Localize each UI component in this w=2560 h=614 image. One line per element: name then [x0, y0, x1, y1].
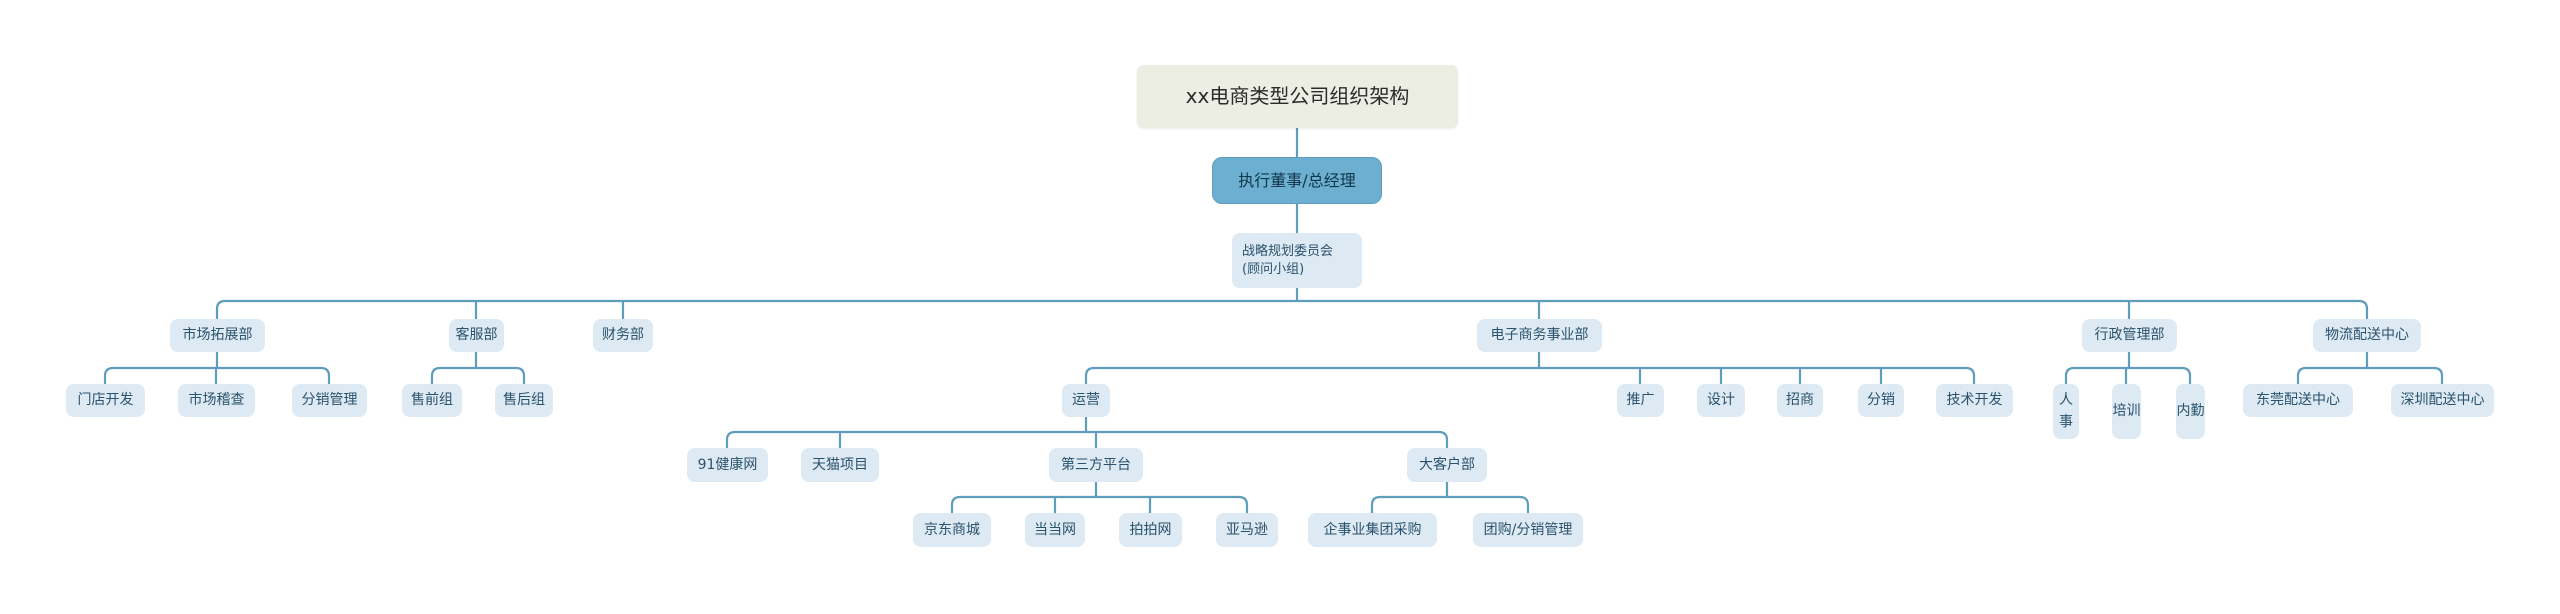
node-tech-dev[interactable]: 技术开发 — [1936, 384, 2013, 417]
node-finance-dept[interactable]: 财务部 — [593, 319, 653, 352]
node-dongguan-center[interactable]: 东莞配送中心 — [2243, 384, 2353, 417]
node-third-party-platform[interactable]: 第三方平台 — [1049, 448, 1143, 482]
node-91-health[interactable]: 91健康网 — [687, 448, 768, 482]
node-customer-service-dept[interactable]: 客服部 — [449, 319, 504, 352]
node-merchant-recruit[interactable]: 招商 — [1777, 384, 1823, 417]
node-root-title[interactable]: xx电商类型公司组织架构 — [1137, 65, 1458, 128]
committee-line1: 战略规划委员会 — [1242, 243, 1334, 259]
node-key-account-dept[interactable]: 大客户部 — [1407, 448, 1487, 482]
node-market-dev-dept[interactable]: 市场拓展部 — [170, 319, 265, 352]
node-group-procurement[interactable]: 企事业集团采购 — [1308, 513, 1437, 547]
node-store-dev[interactable]: 门店开发 — [66, 384, 145, 417]
node-group-buy-distribution[interactable]: 团购/分销管理 — [1473, 513, 1583, 547]
committee-line2: (顾问小组) — [1242, 261, 1305, 277]
node-paipai[interactable]: 拍拍网 — [1119, 513, 1182, 547]
node-strategy-committee[interactable]: 战略规划委员会 (顾问小组) — [1232, 233, 1362, 288]
node-promotion[interactable]: 推广 — [1617, 384, 1664, 417]
node-hr[interactable]: 人事 — [2053, 384, 2079, 439]
node-shenzhen-center[interactable]: 深圳配送中心 — [2391, 384, 2494, 417]
node-jd-mall[interactable]: 京东商城 — [913, 513, 991, 547]
node-design[interactable]: 设计 — [1697, 384, 1745, 417]
node-market-inspection[interactable]: 市场稽查 — [178, 384, 255, 417]
node-distribution[interactable]: 分销 — [1858, 384, 1904, 417]
node-internal-affairs[interactable]: 内勤 — [2176, 384, 2205, 439]
node-amazon[interactable]: 亚马逊 — [1216, 513, 1278, 547]
node-training[interactable]: 培训 — [2112, 384, 2141, 439]
node-ecommerce-dept[interactable]: 电子商务事业部 — [1477, 319, 1602, 352]
node-presale-group[interactable]: 售前组 — [402, 384, 462, 417]
node-operations[interactable]: 运营 — [1062, 384, 1110, 417]
node-aftersale-group[interactable]: 售后组 — [495, 384, 553, 417]
node-tmall-project[interactable]: 天猫项目 — [801, 448, 879, 482]
node-executive-director[interactable]: 执行董事/总经理 — [1212, 157, 1382, 204]
node-logistics-center[interactable]: 物流配送中心 — [2313, 319, 2421, 352]
node-distribution-mgmt[interactable]: 分销管理 — [292, 384, 367, 417]
node-admin-dept[interactable]: 行政管理部 — [2082, 319, 2177, 352]
node-dangdang[interactable]: 当当网 — [1025, 513, 1085, 547]
